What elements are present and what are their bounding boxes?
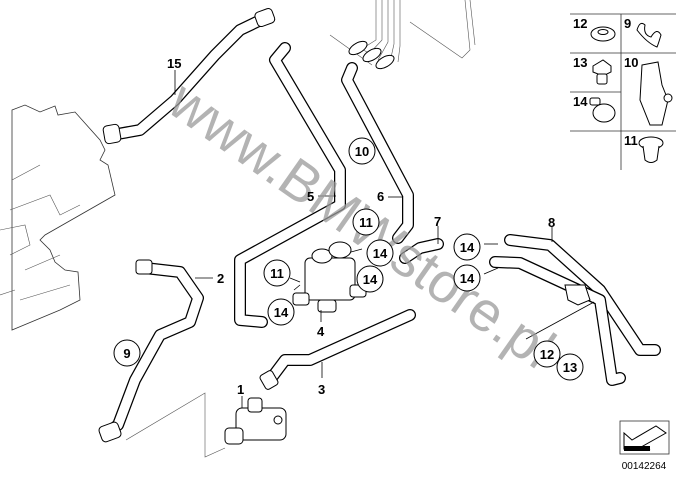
callout-15: 15	[167, 56, 181, 71]
legend-number-12: 12	[573, 16, 587, 31]
callout-1: 1	[237, 382, 244, 397]
circled-callout-13: 13	[556, 353, 584, 381]
engine-block-outline	[0, 104, 116, 331]
svg-text:11: 11	[270, 266, 284, 281]
callout-7: 7	[434, 214, 441, 229]
hose-3	[259, 309, 416, 390]
hose-5	[234, 42, 346, 328]
svg-text:9: 9	[123, 346, 130, 361]
svg-text:14: 14	[460, 240, 475, 255]
circled-callout-11-lower: 11	[263, 259, 291, 287]
hose-holder-icon	[639, 61, 673, 126]
hose-6	[341, 62, 414, 244]
svg-text:10: 10	[355, 144, 369, 159]
hose-7	[399, 226, 444, 264]
svg-text:14: 14	[274, 305, 289, 320]
collar-nut-icon	[592, 59, 612, 85]
small-parts-legend: 12 9 13 10 14 11	[570, 13, 676, 170]
hose-clamp-icon	[589, 97, 616, 123]
svg-text:12: 12	[540, 347, 554, 362]
legend-number-10: 10	[624, 55, 638, 70]
rubber-mount-icon	[638, 136, 664, 163]
circled-callout-14-a: 14	[366, 239, 394, 267]
drawing-code: 00142264	[622, 461, 667, 472]
svg-text:11: 11	[359, 215, 373, 230]
circled-callout-14-d: 14	[453, 233, 481, 261]
circled-callout-12: 12	[533, 340, 561, 368]
legend-number-9: 9	[624, 16, 631, 31]
callout-2: 2	[217, 271, 224, 286]
hose-2	[98, 259, 226, 458]
heater-valve-part-4	[292, 241, 367, 322]
svg-text:14: 14	[363, 272, 378, 287]
circled-callout-11-upper: 11	[352, 208, 380, 236]
circled-callout-14-c: 14	[267, 298, 295, 326]
hose-15	[102, 8, 276, 145]
heater-core-pipes	[329, 0, 476, 70]
svg-text:14: 14	[460, 271, 475, 286]
pipe-8	[489, 226, 661, 386]
legend-number-14: 14	[573, 94, 588, 109]
legend-number-13: 13	[573, 55, 587, 70]
svg-text:14: 14	[373, 246, 388, 261]
callout-4: 4	[317, 324, 325, 339]
circled-callout-14-e: 14	[453, 264, 481, 292]
water-pump-part-1	[224, 396, 287, 445]
callout-6: 6	[377, 189, 384, 204]
grommet-icon	[590, 26, 616, 42]
legend-number-11: 11	[624, 133, 638, 148]
svg-text:13: 13	[563, 360, 577, 375]
double-clip-icon	[636, 22, 662, 48]
circled-callout-9: 9	[113, 339, 141, 367]
callout-5: 5	[307, 189, 314, 204]
callout-3: 3	[318, 382, 325, 397]
callout-8: 8	[548, 215, 555, 230]
drawing-reference: 00142264	[619, 420, 670, 472]
circled-callout-10: 10	[348, 137, 376, 165]
circled-callout-14-b: 14	[356, 265, 384, 293]
